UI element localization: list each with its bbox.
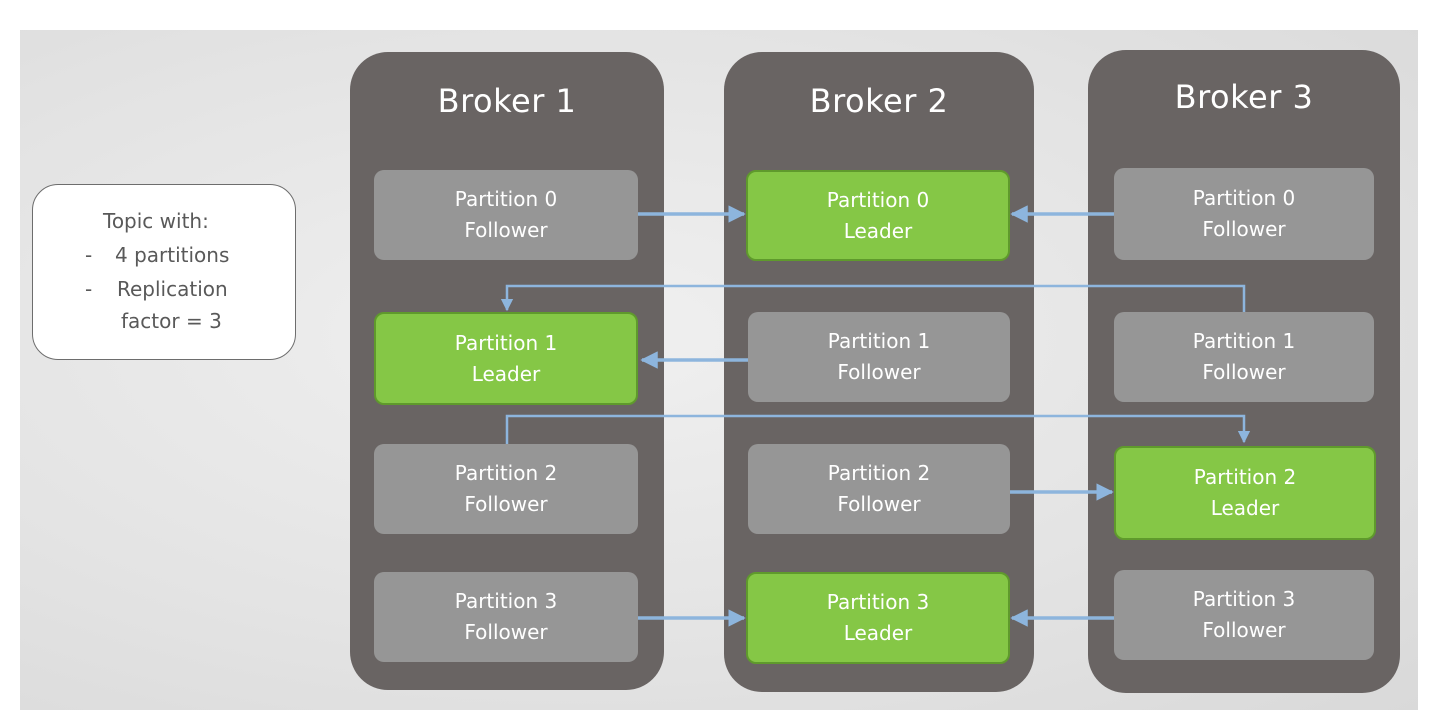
partition-role: Leader [843, 621, 913, 645]
partition-0-follower: Partition 0 Follower [374, 170, 638, 260]
broker-2: Broker 2 Partition 0 Leader Partition 1 … [724, 52, 1034, 692]
partition-name: Partition 1 [454, 330, 558, 355]
partition-role: Leader [471, 361, 541, 386]
partition-name: Partition 0 [826, 187, 930, 212]
partition-role: Follower [837, 492, 921, 516]
partition-role: Follower [1202, 618, 1286, 642]
partition-3-follower: Partition 3 Follower [374, 572, 638, 662]
partition-name: Partition 3 [1192, 587, 1296, 611]
partition-3-follower: Partition 3 Follower [1114, 570, 1374, 660]
partition-0-follower: Partition 0 Follower [1114, 168, 1374, 260]
partition-role: Follower [837, 360, 921, 384]
partition-2-follower: Partition 2 Follower [748, 444, 1010, 534]
partition-name: Partition 2 [454, 461, 558, 485]
partition-0-leader: Partition 0 Leader [746, 170, 1010, 261]
partition-3-leader: Partition 3 Leader [746, 572, 1010, 664]
topic-bullet-continuation: factor = 3 [121, 309, 222, 333]
partition-1-follower: Partition 1 Follower [1114, 312, 1374, 402]
partition-name: Partition 3 [826, 590, 930, 614]
partition-role: Follower [1202, 360, 1286, 384]
topic-info-box: Topic with: - 4 partitions - Replication… [32, 184, 296, 360]
partition-role: Follower [464, 492, 548, 516]
broker-title: Broker 3 [1174, 78, 1314, 116]
partition-role: Leader [843, 218, 913, 243]
broker-title: Broker 2 [809, 82, 949, 120]
topic-bullet-replication: Replication [117, 277, 228, 301]
partition-name: Partition 1 [827, 329, 931, 353]
partition-name: Partition 1 [1192, 329, 1296, 353]
partition-role: Follower [464, 620, 548, 644]
broker-title: Broker 1 [437, 82, 577, 120]
partition-role: Follower [464, 218, 548, 242]
partition-name: Partition 2 [1193, 465, 1297, 489]
partition-role: Follower [1202, 217, 1286, 241]
partition-name: Partition 2 [827, 461, 931, 485]
partition-2-follower: Partition 2 Follower [374, 444, 638, 534]
partition-name: Partition 3 [454, 589, 558, 613]
partition-role: Leader [1210, 496, 1280, 520]
topic-bullet-partitions: 4 partitions [115, 243, 230, 267]
topic-bullet-marker: - [85, 277, 93, 301]
partition-name: Partition 0 [454, 187, 558, 211]
partition-name: Partition 0 [1192, 186, 1296, 210]
partition-1-leader: Partition 1 Leader [374, 312, 638, 405]
broker-3: Broker 3 Partition 0 Follower Partition … [1088, 50, 1400, 693]
topic-heading: Topic with: [103, 209, 209, 233]
broker-1: Broker 1 Partition 0 Follower Partition … [350, 52, 664, 690]
partition-1-follower: Partition 1 Follower [748, 312, 1010, 402]
partition-2-leader: Partition 2 Leader [1114, 446, 1376, 540]
topic-bullet-marker: - [85, 243, 93, 267]
